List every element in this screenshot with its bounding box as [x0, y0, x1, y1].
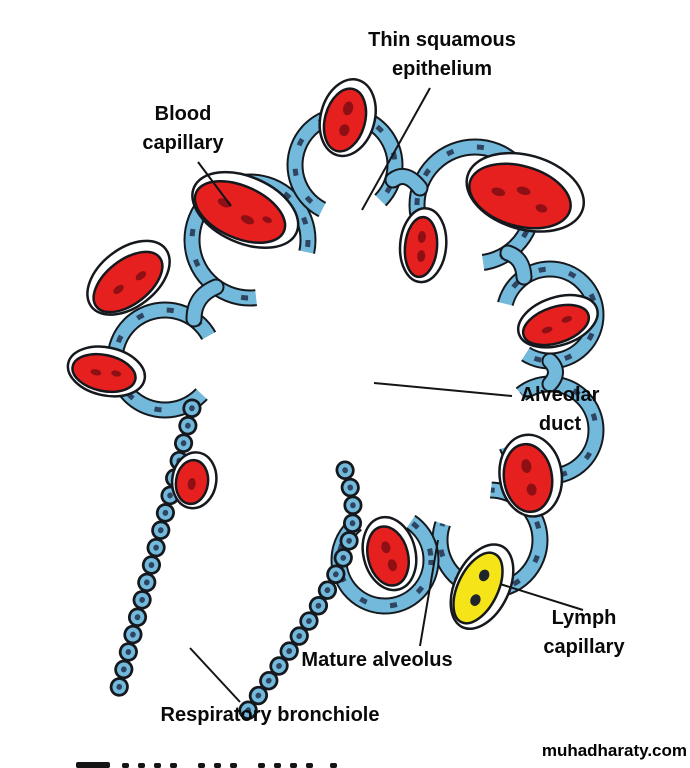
- leader-alveolar-duct: [373, 382, 513, 397]
- alveolar-openings: [192, 191, 533, 534]
- blood-capillary-blob: [498, 433, 564, 518]
- blood-capillary-blob: [170, 451, 218, 510]
- leader-mature-alveolus: [419, 539, 439, 647]
- label-line: capillary: [142, 132, 224, 154]
- blood-capillaries: [66, 78, 599, 592]
- wall-cell-nuclei: [189, 179, 311, 301]
- bronchiole-wall-right: [234, 460, 363, 726]
- blood-capillary-blob: [398, 207, 448, 284]
- label-alveolar-duct: Alveolar duct: [521, 381, 600, 439]
- leader-blood-capillary: [197, 161, 232, 207]
- blood-capillary-blob: [86, 239, 171, 316]
- blood-capillary-blob: [465, 151, 586, 233]
- leader-thin-squamous-epithelium: [361, 87, 431, 211]
- label-lymph-capillary: Lymph capillary: [543, 604, 624, 662]
- label-line: Alveolar: [520, 384, 600, 406]
- lymph-capillary-blob: [449, 543, 515, 631]
- label-respiratory-bronchiole: Respiratory bronchiole: [161, 701, 380, 730]
- label-line: Mature alveolus: [301, 649, 453, 671]
- label-line: Lymph: [551, 607, 617, 629]
- watermark-text: muhadharaty.com: [541, 741, 687, 760]
- cropped-caption-sliver: [76, 762, 337, 768]
- label-line: Respiratory bronchiole: [160, 704, 380, 726]
- label-mature-alveolus: Mature alveolus: [301, 646, 452, 675]
- label-blood-capillary: Blood capillary: [142, 100, 223, 158]
- blood-capillary-blob: [66, 345, 147, 398]
- leader-respiratory-bronchiole: [189, 647, 241, 703]
- label-thin-squamous-epithelium: Thin squamous epithelium: [368, 26, 516, 84]
- label-line: Thin squamous: [368, 29, 516, 51]
- leader-lymph-capillary: [499, 583, 584, 611]
- leader-lines: [189, 87, 584, 703]
- label-line: capillary: [543, 636, 625, 658]
- label-line: Blood: [154, 103, 212, 125]
- blood-capillary-blob: [516, 293, 599, 349]
- respiratory-bronchiole-walls: [109, 398, 363, 726]
- label-line: duct: [538, 413, 582, 435]
- blood-capillary-blob: [318, 78, 377, 158]
- label-line: epithelium: [391, 58, 493, 80]
- blood-capillary-blob: [361, 515, 418, 592]
